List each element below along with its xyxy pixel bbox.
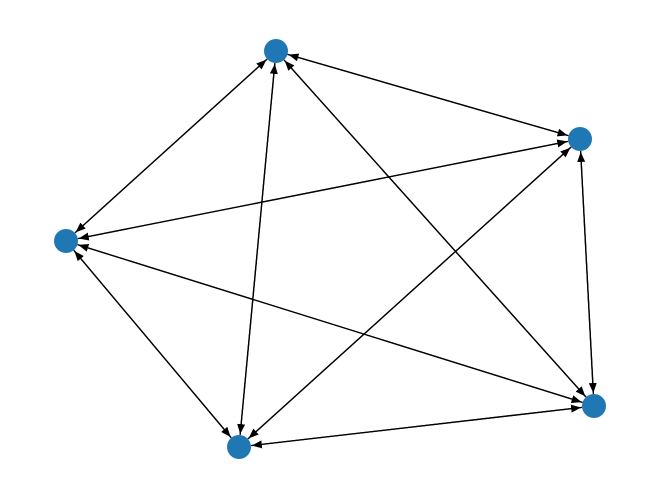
- edge-n3-n1: [577, 151, 595, 395]
- edge-n4-n2: [73, 250, 232, 439]
- node-n4: [227, 435, 251, 459]
- edge-n3-n0: [284, 60, 587, 398]
- node-n2: [54, 229, 78, 253]
- edge-n4-n1: [247, 147, 571, 440]
- edge-n1-n0: [288, 53, 569, 137]
- edge-n4-n0: [239, 63, 278, 436]
- edge-n2-n0: [74, 59, 267, 234]
- node-n1: [568, 127, 592, 151]
- node-n3: [582, 394, 606, 418]
- nodes-layer: [54, 39, 606, 459]
- edge-n3-n2: [78, 244, 583, 404]
- node-n0: [264, 39, 288, 63]
- edge-n4-n3: [250, 404, 582, 447]
- edge-n2-n1: [77, 139, 568, 240]
- edges-layer: [73, 53, 597, 449]
